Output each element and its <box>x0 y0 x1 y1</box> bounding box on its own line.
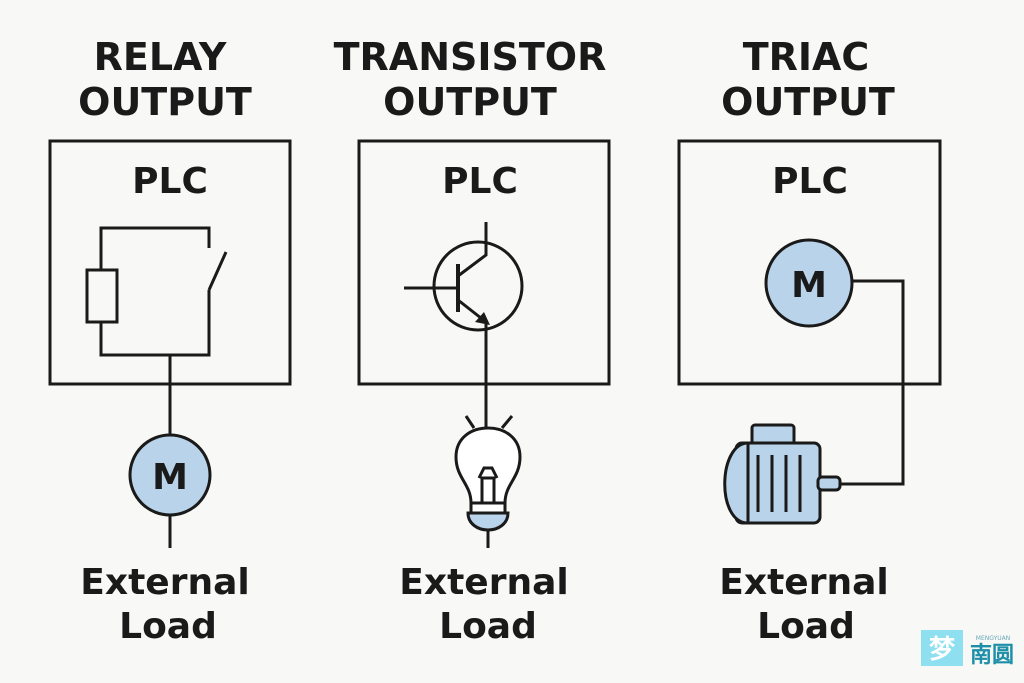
transistor-title-line1: TRANSISTOR <box>334 35 607 79</box>
relay-title-line2: OUTPUT <box>78 80 252 124</box>
electric-motor-load <box>723 423 842 525</box>
transistor-envelope <box>432 240 524 332</box>
triac-m-letter: M <box>791 265 827 306</box>
transistor-plc-label: PLC <box>442 161 518 202</box>
transistor-load-label-line1: External <box>399 562 568 603</box>
triac-title-line2: OUTPUT <box>721 80 895 124</box>
transistor-emitter-arrow <box>475 312 490 325</box>
relay-load-motor: M <box>128 433 212 548</box>
triac-load-label-line1: External <box>719 562 888 603</box>
transistor-title-line2: OUTPUT <box>383 80 557 124</box>
bulb-filament-top <box>477 466 499 479</box>
relay-plc-label: PLC <box>132 161 208 202</box>
triac-output-column: TRIAC OUTPUT PLC M External Load <box>677 35 942 647</box>
triac-plc-label: PLC <box>772 161 848 202</box>
transistor-output-column: TRANSISTOR OUTPUT PLC <box>334 35 611 647</box>
bulb-ray-left <box>464 415 476 429</box>
triac-device-symbol: M <box>764 238 905 486</box>
relay-output-column: RELAY OUTPUT PLC M External Load <box>48 35 292 647</box>
relay-load-label-line2: Load <box>119 606 217 647</box>
relay-motor-letter: M <box>152 457 188 498</box>
triac-title-line1: TRIAC <box>743 35 870 79</box>
transistor-collector <box>457 222 488 278</box>
watermark-logo: 梦 MENGYUAN 南圆 <box>921 630 1014 668</box>
lightbulb-load <box>454 415 522 548</box>
relay-contact-blade <box>207 251 228 291</box>
relay-top-wire <box>99 226 211 270</box>
transistor-plc-box <box>357 139 611 386</box>
watermark-small-text: MENGYUAN <box>976 635 1010 642</box>
npn-transistor-symbol <box>404 222 524 428</box>
watermark-glyph2: 南圆 <box>970 642 1014 668</box>
motor-shaft <box>816 475 842 492</box>
watermark-badge <box>921 630 963 666</box>
triac-load-label-line2: Load <box>757 606 855 647</box>
relay-coil <box>85 268 119 324</box>
relay-bottom-wire <box>99 290 211 357</box>
transistor-load-label-line2: Load <box>439 606 537 647</box>
triac-plc-box <box>677 139 942 386</box>
bulb-base <box>466 511 510 532</box>
motor-end-cap <box>723 441 750 525</box>
relay-load-label-line1: External <box>80 562 249 603</box>
bulb-glass <box>454 426 522 505</box>
relay-coil-contact-symbol <box>85 226 228 435</box>
triac-m-circle <box>764 238 854 328</box>
triac-output-wire <box>838 279 905 486</box>
bulb-filament <box>480 476 496 503</box>
relay-title-line1: RELAY <box>94 35 227 79</box>
watermark-glyph1: 梦 <box>929 635 956 665</box>
bulb-ray-right <box>500 415 514 429</box>
